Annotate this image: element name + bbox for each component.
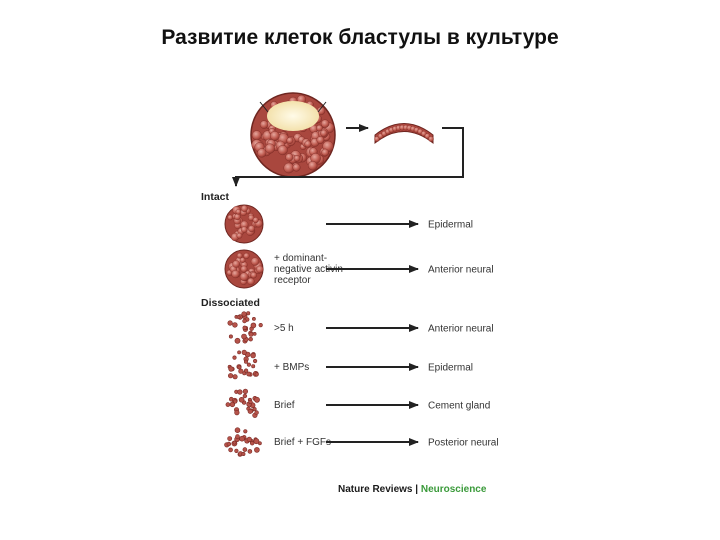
outcome-label: Anterior neural xyxy=(428,265,494,276)
outcome-label: Anterior neural xyxy=(428,324,494,335)
outcome-label: Epidermal xyxy=(428,363,473,374)
outcome-label: Posterior neural xyxy=(428,438,499,449)
credit-journal: Nature Reviews xyxy=(338,484,413,495)
credit-separator: | xyxy=(412,484,420,495)
intact-cap-icon xyxy=(224,249,264,289)
condition-row: Brief Cement gland xyxy=(225,388,490,418)
section-label-dissociated: Dissociated xyxy=(201,297,260,309)
condition-label: + dominant- xyxy=(274,253,327,264)
animal-cap xyxy=(374,123,434,145)
condition-row: Brief + FGFs Posterior neural xyxy=(224,427,499,457)
condition-row: Epidermal xyxy=(224,204,473,244)
condition-label: Brief + FGFs xyxy=(274,437,331,448)
condition-label: negative activin xyxy=(274,264,343,275)
condition-rows: Epidermal + dominant-negative activinrece… xyxy=(224,204,499,457)
condition-row: >5 h Anterior neural xyxy=(227,311,494,344)
condition-label: + BMPs xyxy=(274,362,309,373)
outcome-label: Epidermal xyxy=(428,220,473,231)
blastocoel-cavity xyxy=(267,101,319,131)
condition-label: Brief xyxy=(274,400,295,411)
connector-arrow xyxy=(232,127,464,187)
credit-section: Neuroscience xyxy=(421,484,487,495)
dissociated-cells-icon xyxy=(224,427,262,457)
intact-cap-icon xyxy=(224,204,264,244)
slide-title: Развитие клеток бластулы в культуре xyxy=(161,26,559,49)
condition-row: + BMPs Epidermal xyxy=(227,349,473,380)
cut-line-left xyxy=(259,101,269,113)
dissociated-cells-icon xyxy=(225,388,260,418)
outcome-label: Cement gland xyxy=(428,401,490,412)
cut-line-right xyxy=(317,101,327,113)
blastula-embryo xyxy=(250,92,336,178)
condition-label: receptor xyxy=(274,275,311,286)
section-label-intact: Intact xyxy=(201,191,230,203)
credit-line: Nature Reviews | Neuroscience xyxy=(338,484,487,495)
condition-label: >5 h xyxy=(274,323,294,334)
dissociated-cells-icon xyxy=(227,311,263,344)
dissociated-cells-icon xyxy=(227,349,259,380)
